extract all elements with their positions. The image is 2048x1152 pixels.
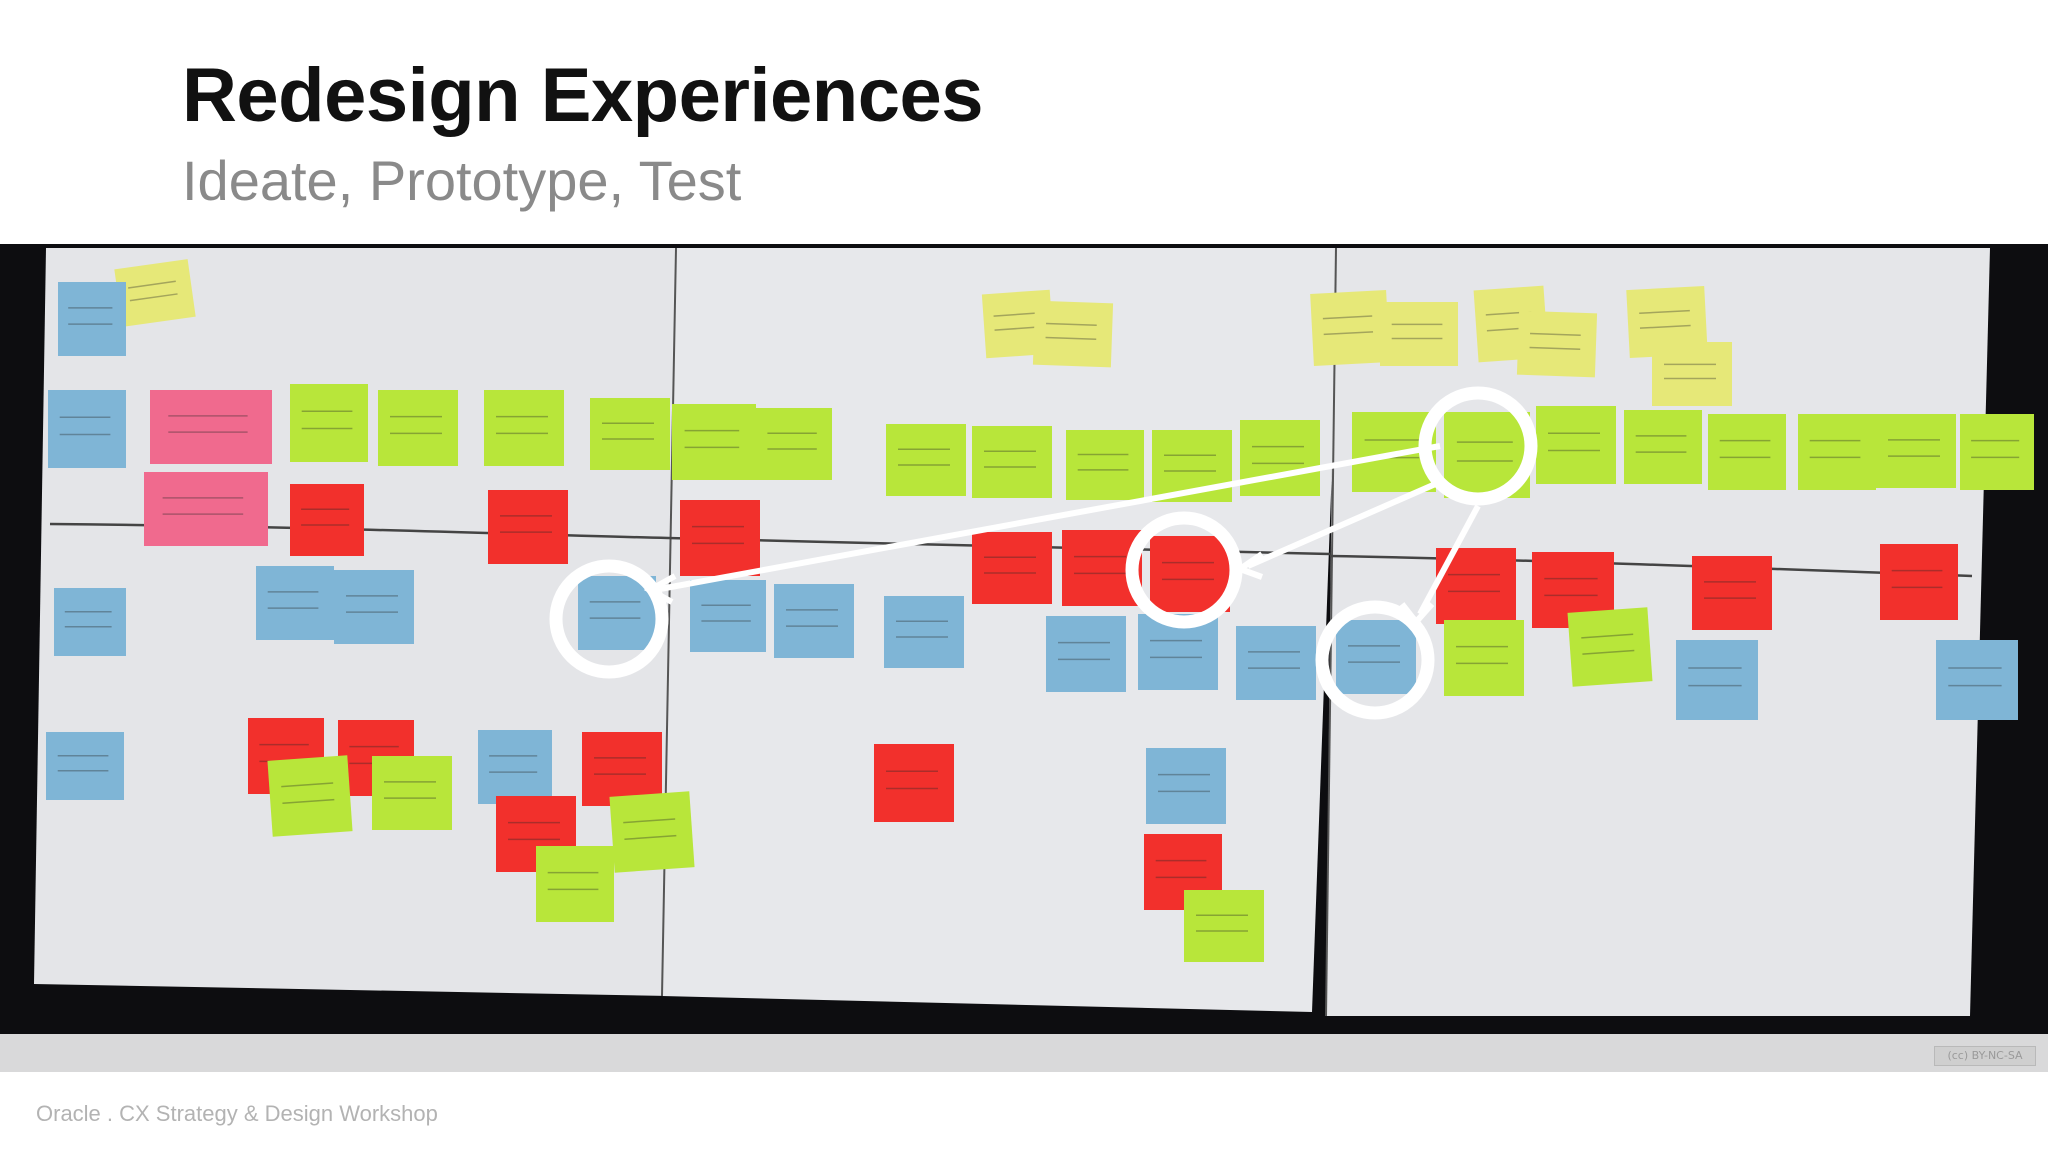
highlight-circle [549, 559, 669, 679]
sticky-note [478, 730, 552, 804]
handwriting-mark [1639, 324, 1691, 329]
sticky-note [972, 532, 1052, 604]
sticky-note [484, 390, 564, 466]
sticky-note [488, 490, 568, 564]
sticky-note [590, 398, 670, 470]
slide-subtitle: Ideate, Prototype, Test [182, 149, 742, 212]
handwriting-mark [1582, 649, 1635, 655]
sticky-note [290, 384, 368, 462]
sticky-note [1876, 414, 1956, 488]
sticky-note [334, 570, 414, 644]
sticky-note [378, 390, 458, 466]
sticky-note [150, 390, 272, 464]
handwriting-mark [1045, 336, 1097, 341]
highlight-circle [1418, 386, 1538, 506]
sticky-note [256, 566, 334, 640]
sticky-note [1336, 620, 1416, 694]
handwriting-mark [1046, 322, 1097, 326]
sticky-note [290, 484, 364, 556]
sticky-note [46, 732, 124, 800]
sticky-note [1567, 607, 1653, 687]
sticky-note [114, 259, 196, 327]
sticky-note [1624, 410, 1702, 484]
arrow-line [1417, 504, 1481, 616]
sticky-note [1676, 640, 1758, 720]
sticky-note [1708, 414, 1786, 490]
handwriting-mark [129, 293, 178, 302]
license-badge: (cc) BY-NC-SA [1934, 1046, 2036, 1066]
sticky-note [54, 588, 126, 656]
handwriting-mark [1639, 309, 1690, 314]
handwriting-mark [128, 280, 176, 289]
sticky-note [1240, 420, 1320, 496]
sticky-note [886, 424, 966, 496]
sticky-note [372, 756, 452, 830]
highlight-annotations [549, 386, 1538, 720]
sticky-note [874, 744, 954, 822]
handwriting-mark [623, 818, 676, 824]
sticky-note [536, 846, 614, 922]
slide-title: Redesign Experiences [182, 53, 984, 138]
sticky-note [774, 584, 854, 658]
highlight-circle [1315, 600, 1435, 720]
sticky-note [1066, 430, 1144, 500]
sticky-note [1444, 620, 1524, 696]
handwriting-mark [624, 834, 677, 841]
sticky-note [680, 500, 760, 576]
footer-band [0, 1034, 2048, 1072]
sticky-note [1536, 406, 1616, 484]
sticky-note [1146, 748, 1226, 824]
handwriting-mark [1323, 331, 1374, 336]
sticky-note-wall-photo [0, 244, 2048, 1034]
sticky-note [1626, 286, 1708, 358]
sticky-note [1236, 626, 1316, 700]
arrow-line [659, 443, 1441, 592]
sticky-note [756, 408, 832, 480]
handwriting-mark [1322, 315, 1373, 320]
sticky-note [1046, 616, 1126, 692]
handwriting-mark [282, 798, 335, 805]
sticky-note [972, 426, 1052, 498]
sticky-note [1936, 640, 2018, 720]
sticky-note [1032, 300, 1114, 368]
sticky-note [1380, 302, 1458, 366]
handwriting-mark [1530, 332, 1581, 336]
sticky-note [884, 596, 964, 668]
sticky-note [267, 755, 353, 837]
sticky-note [1652, 342, 1732, 406]
sticky-note [144, 472, 268, 546]
sticky-note [48, 390, 126, 468]
sticky-note [1516, 310, 1598, 378]
sticky-note [582, 732, 662, 806]
sticky-note [1960, 414, 2034, 490]
footer-text: Oracle . CX Strategy & Design Workshop [36, 1101, 438, 1126]
sticky-note [1798, 414, 1876, 490]
handwriting-mark [1581, 633, 1634, 639]
handwriting-mark [281, 782, 334, 788]
highlight-circle [1125, 511, 1243, 629]
sticky-note [672, 404, 756, 480]
sticky-note [58, 282, 126, 356]
arrow-line [1246, 479, 1442, 569]
sticky-note [1692, 556, 1772, 630]
handwriting-mark [993, 312, 1038, 317]
sticky-note [1880, 544, 1958, 620]
sticky-note [578, 576, 656, 650]
handwriting-mark [994, 326, 1039, 331]
sticky-note [690, 580, 766, 652]
sticky-note [609, 791, 695, 873]
sticky-note [1184, 890, 1264, 962]
sticky-note [1310, 290, 1390, 366]
handwriting-mark [1529, 346, 1581, 351]
sticky-note [1150, 536, 1230, 612]
sticky-notes [46, 259, 2034, 962]
